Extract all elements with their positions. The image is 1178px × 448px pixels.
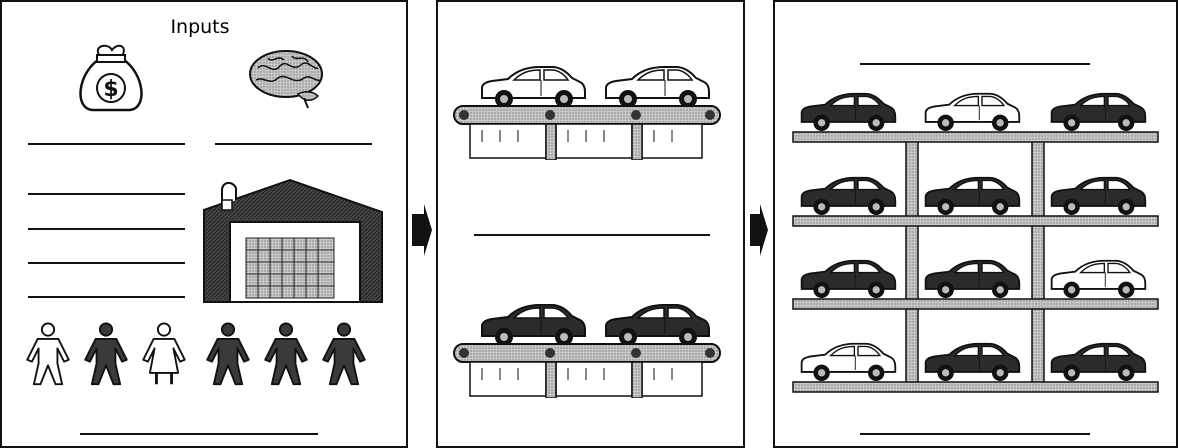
arrow-right-icon	[412, 204, 432, 256]
inputs-title: Inputs	[170, 16, 229, 38]
conveyor-belt-icon	[454, 106, 720, 160]
process-panel	[437, 1, 744, 447]
svg-text:$: $	[103, 77, 118, 102]
inputs-panel: Inputs $	[1, 1, 407, 447]
outputs-panel	[774, 1, 1177, 447]
conveyor-belt-icon	[454, 344, 720, 398]
arrow-right-icon	[750, 204, 768, 256]
